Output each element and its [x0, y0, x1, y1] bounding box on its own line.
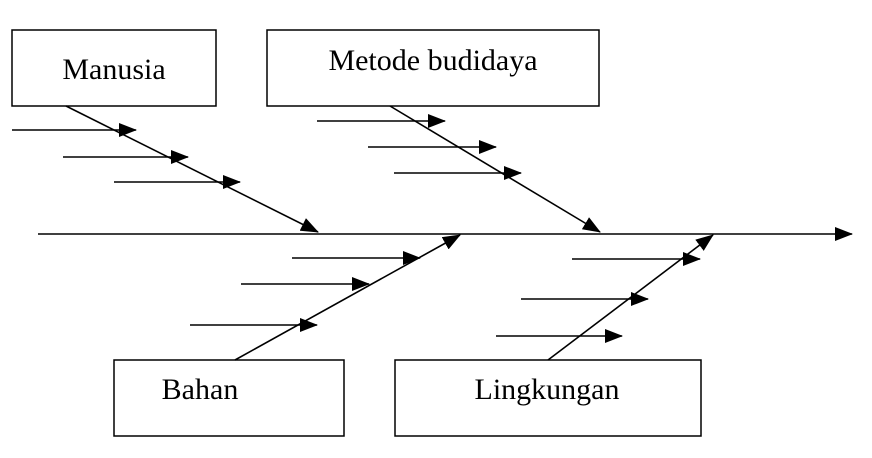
bone-metode-budidaya: [389, 105, 601, 233]
bone-bahan: [234, 234, 461, 361]
category-box-metode-budidaya: [266, 29, 600, 107]
branch-bahan: Bahan: [113, 234, 461, 437]
bone-lingkungan: [547, 234, 714, 361]
bone-manusia: [65, 105, 319, 233]
category-box-bahan: [113, 359, 345, 437]
branch-manusia: Manusia: [11, 29, 319, 233]
category-label-metode-budidaya: Metode budidaya: [328, 44, 537, 77]
category-label-bahan: Bahan: [162, 373, 239, 406]
category-label-lingkungan: Lingkungan: [475, 373, 620, 406]
category-box-manusia: [11, 29, 217, 107]
category-label-manusia: Manusia: [62, 53, 165, 86]
branch-lingkungan: Lingkungan: [394, 234, 714, 437]
branch-metode-budidaya: Metode budidaya: [266, 29, 601, 233]
category-box-lingkungan: [394, 359, 702, 437]
